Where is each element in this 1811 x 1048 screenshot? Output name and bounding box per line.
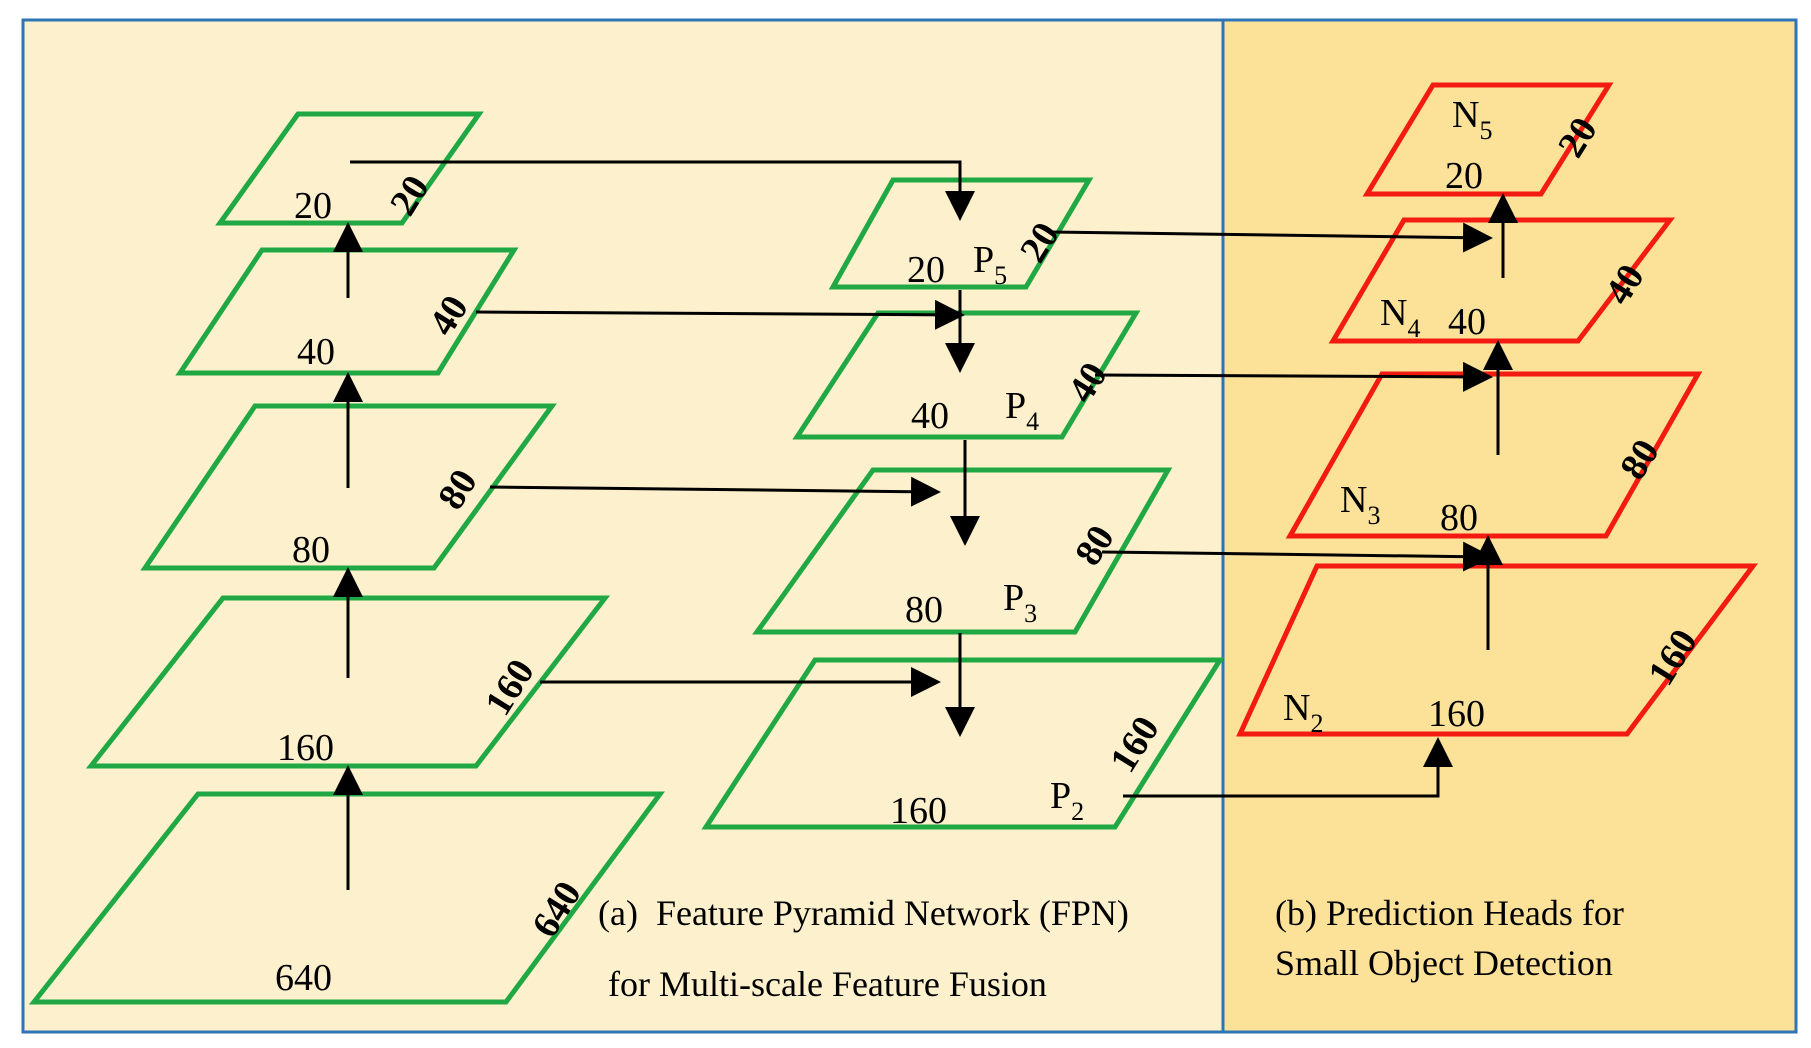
- fpn-p5-front-label: 20: [907, 249, 945, 291]
- lateral-arrow-p5-n4: [1049, 222, 1493, 253]
- fpn-p4-label: P4: [1005, 385, 1039, 436]
- head-n4-label: N4: [1380, 292, 1420, 343]
- lateral-arrow-80-p3: [489, 476, 941, 507]
- lateral-arrow-p2-head: [1123, 737, 1453, 798]
- lateral-arrow-40-p4: [475, 299, 965, 330]
- fpn-p2-front-label: 160: [890, 790, 947, 832]
- lateral-arrow-p4-n3: [1094, 361, 1493, 392]
- backbone-160-front-label: 160: [277, 727, 334, 769]
- backbone-80-front-label: 80: [292, 529, 330, 571]
- lateral-arrow-20-p5: [350, 160, 975, 221]
- panel-a-background: [21, 18, 1225, 1034]
- fpn-caption-line2: for Multi-scale Feature Fusion: [608, 964, 1047, 1004]
- backbone-20-front-label: 20: [294, 185, 332, 227]
- fpn-p2-label: P2: [1050, 775, 1084, 826]
- fpn-p3-label: P3: [1003, 577, 1037, 628]
- fpn-plane-p3: [752, 467, 1173, 635]
- fpn-plane-p2: [701, 657, 1225, 830]
- backbone-40-front-label: 40: [297, 331, 335, 373]
- head-n2-label: N2: [1283, 687, 1323, 738]
- backbone-plane-640: [28, 791, 665, 1005]
- head-plane-n5: [1362, 82, 1614, 197]
- head-n3-label: N3: [1340, 479, 1380, 530]
- fpn-p5-label: P5: [973, 239, 1007, 290]
- fpn-p4-front-label: 40: [911, 395, 949, 437]
- panel-b-background: [1221, 18, 1798, 1034]
- head-n3-front-label: 80: [1440, 497, 1478, 539]
- head-n4-front-label: 40: [1448, 301, 1486, 343]
- fpn-plane-p4: [792, 310, 1141, 440]
- fpn-p3-front-label: 80: [905, 589, 943, 631]
- lateral-arrow-p3-n2: [1101, 541, 1493, 572]
- head-n2-front-label: 160: [1428, 693, 1485, 735]
- fpn-plane-p5: [828, 177, 1094, 290]
- heads-caption-line1: (b) Prediction Heads for: [1275, 893, 1624, 933]
- head-n5-label: N5: [1452, 94, 1492, 145]
- head-n5-front-label: 20: [1445, 155, 1483, 197]
- fpn-caption-line1: (a) Feature Pyramid Network (FPN): [598, 893, 1129, 933]
- heads-caption-line2: Small Object Detection: [1275, 943, 1613, 983]
- head-plane-n2: [1236, 563, 1758, 737]
- backbone-640-front-label: 640: [275, 957, 332, 999]
